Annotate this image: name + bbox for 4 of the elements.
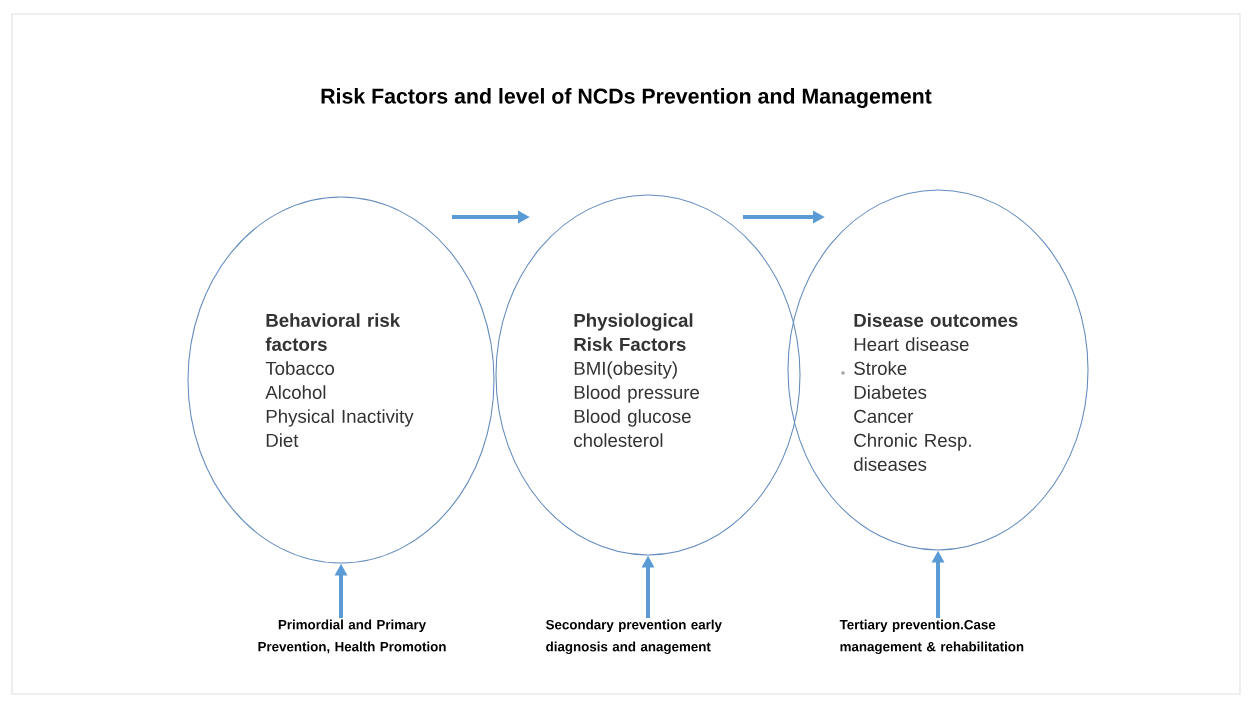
caption-text: Tertiary prevention.Case management & rehabilitation	[839, 619, 1024, 655]
caption-text: Secondary prevention early diagnosis and anagement	[546, 619, 722, 655]
caption-text: Primordial and Primary Prevention, Health Promotion	[258, 619, 446, 654]
title: Risk Factors and level of NCDs Prevention and Management	[321, 88, 932, 108]
